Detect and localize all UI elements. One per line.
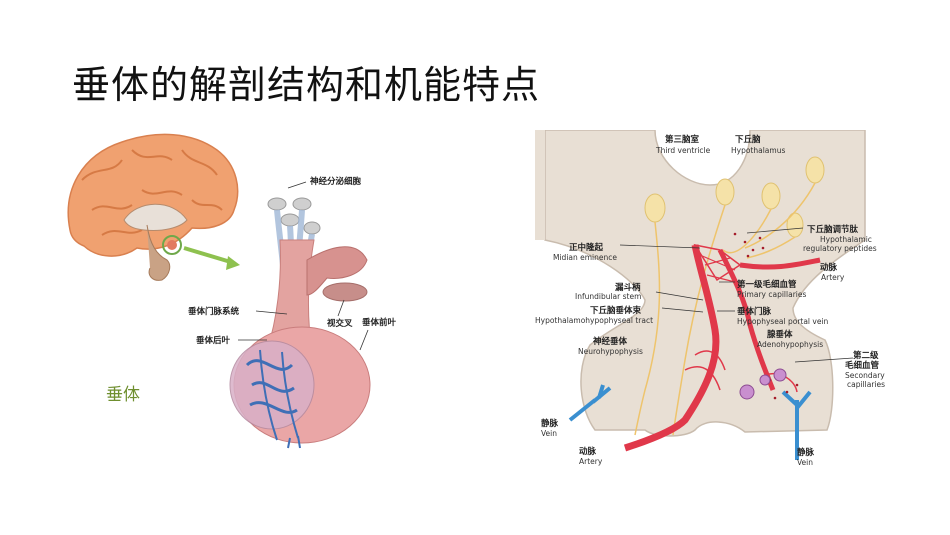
veins [568, 384, 812, 460]
label-infundibular-zh: 漏斗柄 [615, 282, 641, 293]
hypothalamic-pituitary-diagram: 第三脑室 Third ventricle 下丘脑 Hypothalamus 下丘… [535, 129, 895, 470]
zoom-arrow [183, 246, 240, 270]
pituitary-stalk [266, 239, 368, 351]
label-portal-vein-zh: 垂体门脉 [737, 306, 772, 317]
label-artery2-en: Artery [579, 457, 603, 466]
leader-lines [238, 181, 369, 351]
label-reg-peptides-zh: 下丘脑调节肽 [807, 224, 859, 235]
label-median-eminence-zh: 正中隆起 [569, 242, 604, 253]
brain-graphic [67, 133, 239, 281]
label-neurosecretory: 神经分泌细胞 [310, 176, 362, 187]
slide-title: 垂体的解剖结构和机能特点 [72, 63, 541, 107]
label-third-ventricle-en: Third ventricle [655, 146, 711, 155]
leader-lines [619, 227, 854, 363]
label-neurohyp-en: Neurohypophysis [578, 347, 643, 356]
label-adenohyp-en: Adenohypophysis [757, 340, 823, 349]
blood-vessels [623, 243, 821, 452]
pituitary-gland [229, 326, 371, 449]
label-infundibular-en: Infundibular stem [575, 292, 641, 301]
label-posterior-lobe: 垂体后叶 [196, 335, 231, 346]
label-portal-system: 垂体门脉系统 [188, 306, 240, 317]
label-median-eminence-en: Midian eminence [553, 253, 617, 262]
label-primary-cap-en: Primary capillaries [737, 290, 806, 299]
label-reg-peptides-en1: Hypothalamic [820, 235, 872, 244]
label-optic-chiasm: 视交叉 [327, 318, 353, 329]
label-secondary-zh2: 毛细血管 [845, 360, 880, 371]
pituitary-illustration: 神经分泌细胞 垂体门脉系统 视交叉 垂体后叶 垂体前叶 垂体 [62, 120, 422, 450]
label-vein2-zh: 静脉 [797, 447, 815, 458]
label-neurohyp-zh: 神经垂体 [593, 336, 628, 347]
label-pituitary: 垂体 [106, 385, 140, 405]
label-hypothalamus-zh: 下丘脑 [735, 134, 761, 145]
label-hypothalamus-en: Hypothalamus [731, 146, 785, 155]
axons [634, 182, 816, 436]
label-anterior-lobe: 垂体前叶 [362, 317, 397, 328]
label-third-ventricle-zh: 第三脑室 [665, 134, 700, 145]
label-primary-cap-zh: 第一级毛细血管 [737, 279, 797, 290]
label-tract-zh: 下丘脑垂体束 [590, 305, 642, 316]
label-portal-vein-en: Hypophyseal portal vein [737, 317, 829, 326]
label-artery1-zh: 动脉 [820, 262, 838, 273]
secretory-cells [739, 368, 787, 400]
label-secondary-en1: Secondary [845, 371, 885, 380]
hypothalamic-pituitary-svg: 第三脑室 Third ventricle 下丘脑 Hypothalamus 下丘… [535, 129, 885, 467]
pituitary-illustration-svg: 神经分泌细胞 垂体门脉系统 视交叉 垂体后叶 垂体前叶 垂体 [67, 133, 397, 449]
label-artery1-en: Artery [821, 273, 845, 282]
label-secondary-en2: capillaries [847, 380, 885, 389]
label-tract-en: Hypothalamohypophyseal tract [535, 316, 653, 325]
label-vein1-zh: 静脉 [541, 418, 559, 429]
label-secondary-zh1: 第二级 [853, 350, 879, 361]
label-reg-peptides-en2: regulatory peptides [803, 244, 877, 253]
label-vein2-en: Vein [797, 458, 813, 467]
label-vein1-en: Vein [541, 429, 557, 438]
label-adenohyp-zh: 腺垂体 [766, 329, 793, 340]
label-artery2-zh: 动脉 [579, 446, 597, 457]
